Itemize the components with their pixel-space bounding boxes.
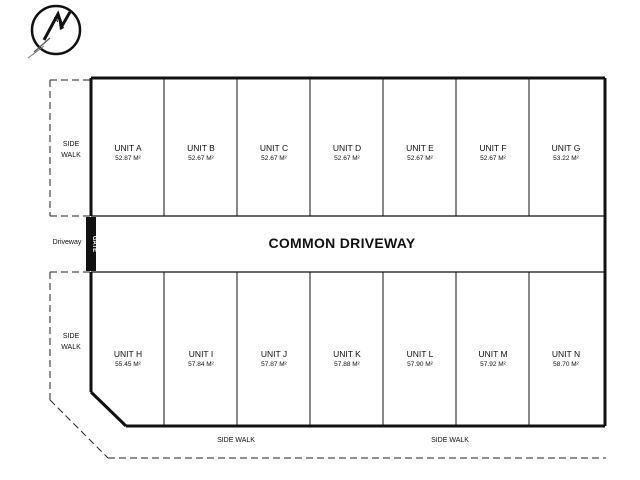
driveway-side-label: Driveway <box>53 239 82 246</box>
unit-k-area: 57.88 M² <box>334 361 360 368</box>
unit-i-name: UNIT I <box>189 349 213 359</box>
north-arrow-icon: N <box>27 4 82 59</box>
top-unit-dividers <box>163 78 530 216</box>
unit-i-area: 57.84 M² <box>188 361 214 368</box>
unit-n-name: UNIT N <box>552 349 580 359</box>
sidewalk-top-label-1: SIDE <box>63 141 80 148</box>
unit-k-name: UNIT K <box>333 349 361 359</box>
unit-j-name: UNIT J <box>261 349 287 359</box>
sidewalk-left-label-2: WALK <box>61 344 81 351</box>
unit-e-name: UNIT E <box>406 143 434 153</box>
unit-g-name: UNIT G <box>552 143 581 153</box>
unit-f-area: 52.67 M² <box>480 155 506 162</box>
sidewalk-bottom-label-2: SIDE WALK <box>431 437 469 444</box>
gate-label: GATE <box>91 236 97 252</box>
unit-l-area: 57.90 M² <box>407 361 433 368</box>
bottom-unit-dividers <box>163 272 530 426</box>
common-driveway-title: COMMON DRIVEWAY <box>268 235 415 251</box>
sidewalk-left-label-1: SIDE <box>63 333 80 340</box>
unit-g-area: 53.22 M² <box>553 155 579 162</box>
sidewalk-bottom-label-1: SIDE WALK <box>217 437 255 444</box>
unit-a-area: 52.87 M² <box>115 155 141 162</box>
unit-h-area: 55.45 M² <box>115 361 141 368</box>
unit-m-name: UNIT M <box>478 349 507 359</box>
unit-m-area: 57.92 M² <box>480 361 506 368</box>
unit-a-name: UNIT A <box>114 143 142 153</box>
unit-b-area: 52.67 M² <box>188 155 214 162</box>
top-row-units: UNIT A 52.87 M² UNIT B 52.67 M² UNIT C 5… <box>114 143 580 162</box>
bottom-row-units: UNIT H 55.45 M² UNIT I 57.84 M² UNIT J 5… <box>114 349 580 368</box>
unit-l-name: UNIT L <box>407 349 434 359</box>
building-outline <box>89 76 607 428</box>
unit-e-area: 52.67 M² <box>407 155 433 162</box>
unit-d-area: 52.67 M² <box>334 155 360 162</box>
unit-f-name: UNIT F <box>479 143 506 153</box>
unit-j-area: 57.87 M² <box>261 361 287 368</box>
north-label: N <box>53 17 58 24</box>
gate: GATE <box>86 217 97 271</box>
sidewalk-top-label-2: WALK <box>61 152 81 159</box>
unit-d-name: UNIT D <box>333 143 361 153</box>
unit-c-name: UNIT C <box>260 143 288 153</box>
unit-b-name: UNIT B <box>187 143 215 153</box>
unit-h-name: UNIT H <box>114 349 142 359</box>
unit-c-area: 52.67 M² <box>261 155 287 162</box>
unit-n-area: 58.70 M² <box>553 361 579 368</box>
left-sidewalk-lines <box>49 79 606 459</box>
